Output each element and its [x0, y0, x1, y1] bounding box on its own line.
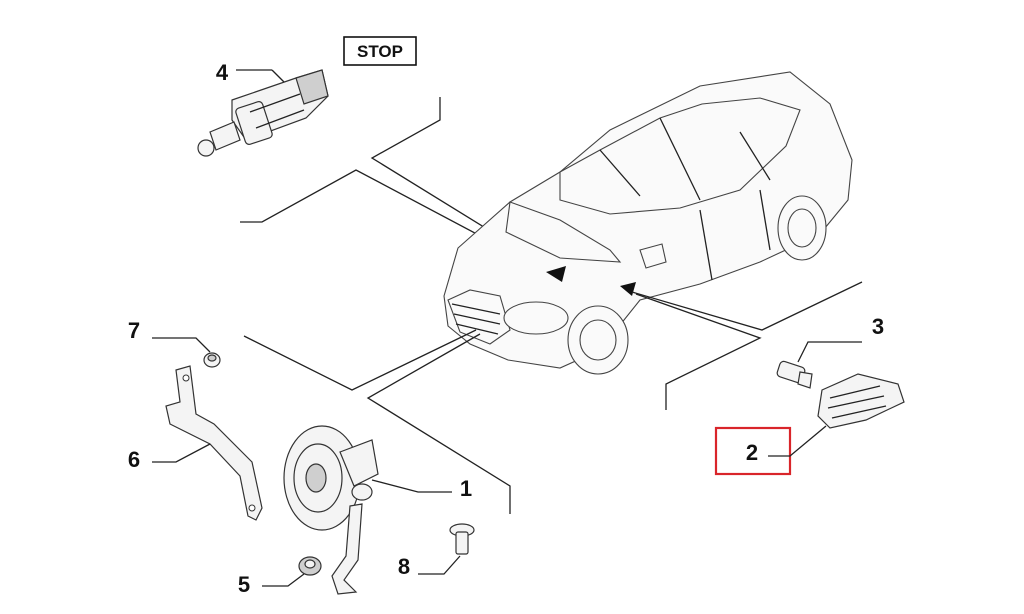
callout-1: 1: [460, 476, 472, 501]
side-marker-lamp-part[interactable]: [817, 373, 905, 429]
bulb-part[interactable]: [776, 360, 813, 389]
bracket-part[interactable]: [165, 365, 263, 521]
callout-7: 7: [128, 318, 140, 343]
horn-part[interactable]: [283, 425, 379, 595]
small-nut-part[interactable]: [298, 556, 322, 576]
callout-4: 4: [216, 60, 229, 85]
callout-8: 8: [398, 554, 410, 579]
horn-location-arrow: [546, 266, 566, 282]
stop-label-box: STOP: [343, 36, 417, 66]
stop-label: STOP: [357, 42, 403, 61]
bolt-part[interactable]: [449, 523, 475, 555]
brake-switch-part[interactable]: [197, 69, 329, 157]
callout-5: 5: [238, 572, 250, 597]
callout-6: 6: [128, 447, 140, 472]
highlight-box: [714, 426, 792, 476]
nut-part[interactable]: [203, 352, 221, 368]
callout-3: 3: [872, 314, 884, 339]
car-illustration: [443, 71, 853, 375]
callout-2: 2: [746, 440, 758, 465]
